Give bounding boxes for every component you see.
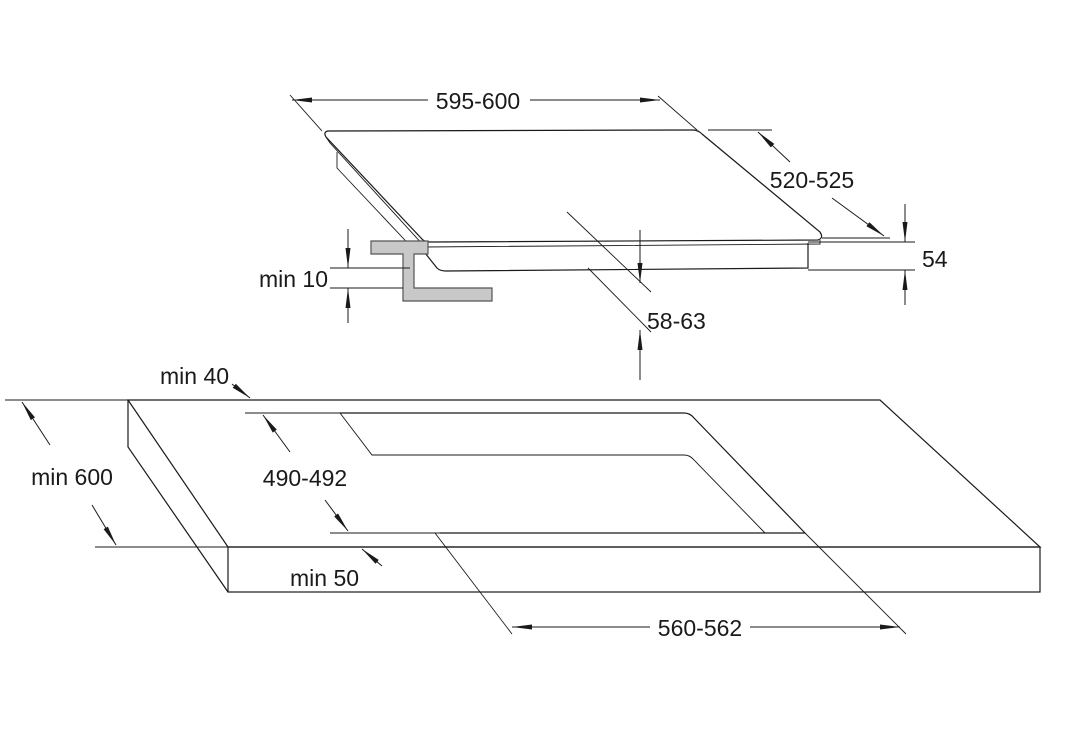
mounting-bracket [370, 240, 493, 302]
label-hob-width: 595-600 [436, 88, 520, 114]
label-min-front: min 50 [290, 565, 359, 591]
label-cutout-depth: 490-492 [263, 465, 347, 491]
label-min-clearance: min 10 [259, 266, 328, 292]
dim-min-clearance: min 10 [259, 229, 410, 323]
worktop-side [127, 400, 229, 593]
dim-built-in-depth: 58-63 [566, 211, 706, 380]
dim-worktop-depth: min 600 [5, 399, 228, 548]
dim-cutout-depth: 490-492 [262, 414, 440, 534]
label-built-in-depth: 58-63 [647, 308, 706, 334]
dim-min-back: min 40 [160, 363, 340, 414]
hob-glass-edge [325, 136, 821, 248]
label-min-back: min 40 [160, 363, 229, 389]
label-worktop-depth: min 600 [31, 464, 113, 490]
dim-min-front: min 50 [290, 548, 383, 591]
worktop-front [227, 546, 1041, 593]
hob-side [336, 152, 419, 255]
label-cutout-width: 560-562 [658, 615, 742, 641]
dim-hob-width: 595-600 [289, 88, 698, 132]
cutout-inner-edge [339, 412, 766, 534]
label-hob-depth: 520-525 [770, 167, 854, 193]
hob-glass-top [324, 129, 823, 243]
dim-hob-depth: 520-525 [708, 129, 890, 239]
worktop [126, 399, 1042, 593]
dim-cutout-width: 560-562 [434, 532, 907, 641]
hob [324, 129, 823, 302]
cutout-opening [340, 412, 807, 534]
dim-hob-height: 54 [808, 204, 948, 305]
hob-body [424, 243, 809, 272]
label-hob-height: 54 [922, 246, 948, 272]
